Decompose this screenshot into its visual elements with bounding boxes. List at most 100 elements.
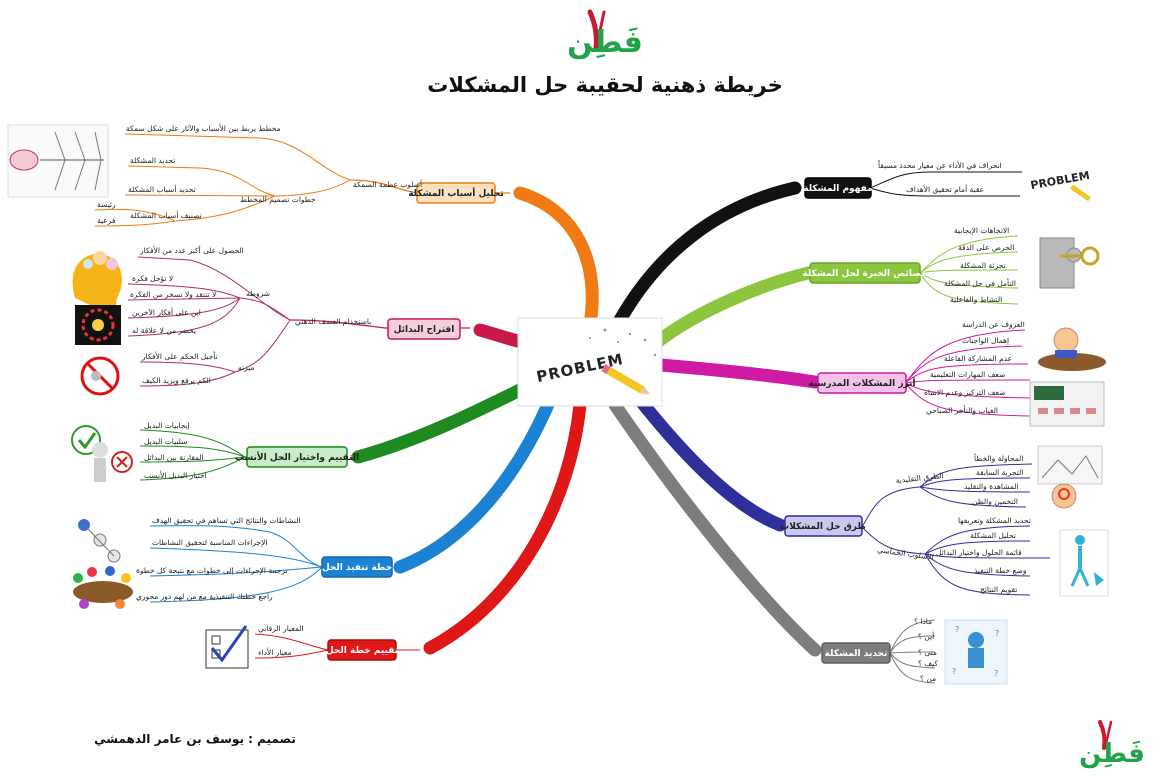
logo-top-text: فَطِن xyxy=(567,25,643,60)
logo-bottom-text: فَطِن xyxy=(1079,739,1145,769)
school-item-4: ضعف المهارات التعليمية xyxy=(930,370,1005,379)
concept-node-label: مفهوم المشكلة xyxy=(803,184,872,194)
expertise-node[interactable] xyxy=(809,262,921,284)
methods-five-1: تحديد المشكلة وتعريفها xyxy=(958,516,1031,525)
methods-node[interactable] xyxy=(784,515,863,537)
bored-student-icon xyxy=(1038,327,1106,371)
puzzle-key-icon xyxy=(1039,237,1100,289)
branch-concept: مفهوم المشكلة انحراف في الأداء عن معيار … xyxy=(803,150,1096,208)
methods-five-label: الأسلوب الخماسي xyxy=(877,544,935,562)
causes-step-2: تحديد أسباب المشكلة xyxy=(128,184,196,194)
causes-sub1: مخطط يربط بين الأسباب والآثار على شكل سم… xyxy=(126,123,281,133)
school-node[interactable] xyxy=(817,372,907,394)
evaluation-item-3: المقارنة بين البدائل xyxy=(144,453,204,462)
evaluation-node-label: التقييم واختيار الحل الأنسب xyxy=(235,451,359,463)
alternatives-method: باستخدام العصف الذهني xyxy=(295,317,371,326)
idea-circle-icon xyxy=(75,305,121,345)
branch-causes: تحليل أسباب المشكلة أسلوب عظمة السمكة مخ… xyxy=(7,123,510,227)
expertise-item-3: تجزئة المشكلة xyxy=(960,261,1006,270)
define-item-1: ماذا ؟ xyxy=(914,617,932,626)
evaluation-item-4: اختيار البديل الأنسب xyxy=(144,470,207,480)
methods-traditional-label: الطرق التقليدية xyxy=(895,471,944,485)
plan-item-3: ترجمة الإجراءات إلى خطوات مع نتيجة كل خط… xyxy=(136,566,288,575)
assessment-node[interactable] xyxy=(327,639,397,661)
branch-assessment: تقييم خطة الحل المعيار الرقابي معيار الأ… xyxy=(205,624,420,669)
branch-define: تحديد المشكلة ماذا ؟ أين ؟ متى ؟ كيف ؟ م… xyxy=(821,617,1008,685)
branch-methods: طرق حل المشكلات الطرق التقليدية المحاولة… xyxy=(780,445,1109,597)
school-item-2: إهمال الواجبات xyxy=(962,336,1009,345)
causes-method: أسلوب عظمة السمكة xyxy=(353,179,422,189)
problem-pencil-icon: PROBLEM xyxy=(1030,150,1096,208)
alternatives-condition-1: لا تؤجل فكرة xyxy=(132,274,173,283)
methods-traditional-4: التخمين والظن xyxy=(972,497,1018,506)
define-item-4: كيف ؟ xyxy=(918,659,938,668)
alternatives-conditions-label: شروطه xyxy=(246,289,270,298)
classroom-icon xyxy=(1029,381,1105,427)
alternatives-condition-4: يحضر من لا علاقة له xyxy=(132,326,196,335)
fishbone-diagram-icon xyxy=(7,124,109,198)
alternatives-condition-2: لا تنتقد ولا تسخر من الفكرة xyxy=(130,290,216,299)
causes-node-label: تحليل أسباب المشكلة xyxy=(408,187,504,199)
school-node-label: أبرز المشكلات المدرسية xyxy=(808,377,915,389)
magnifier-boy-icon xyxy=(1037,445,1103,509)
methods-five-3: قائمة الحلول واختيار البدائل xyxy=(936,548,1022,557)
expertise-item-5: النشاط والفاعلية xyxy=(950,295,1002,304)
alternatives-node-label: اقتراح البدائل xyxy=(394,325,455,335)
assessment-item-2: معيار الأداء xyxy=(258,647,292,657)
checklist-icon xyxy=(205,625,249,669)
branch-alternatives: اقتراح البدائل باستخدام العصف الذهني الح… xyxy=(72,245,470,396)
methods-traditional-2: التجربة السابقة xyxy=(976,468,1023,477)
causes-step-1: تحديد المشكلة xyxy=(130,156,175,165)
branch-plan: خطة تنفيذ الحل النشاطات والنتائج التي تس… xyxy=(73,516,393,609)
methods-node-label: طرق حل المشكلات xyxy=(780,522,866,532)
alternatives-condition-3: ابن على أفكار الآخرين xyxy=(132,307,201,317)
alternatives-benefits-label: ميزته xyxy=(238,363,255,372)
evaluation-node[interactable] xyxy=(246,446,348,468)
school-item-6: الغياب والتأخر الصباحي xyxy=(926,405,998,415)
concept-item-2: عقبة أمام تحقيق الأهداف xyxy=(906,184,984,194)
expertise-node-label: خصائص الخبرة لحل المشكلة xyxy=(802,269,927,279)
school-item-1: العزوف عن الدراسة xyxy=(962,320,1025,329)
define-node[interactable] xyxy=(821,642,891,664)
plan-item-1: النشاطات والنتائج التي تساهم في تحقيق ال… xyxy=(152,516,300,525)
branch-school: أبرز المشكلات المدرسية العزوف عن الدراسة… xyxy=(808,320,1106,427)
causes-step-3: تصنيف أسباب المشكلة xyxy=(130,210,202,220)
expertise-item-2: الحرص على الدقة xyxy=(958,243,1014,252)
svg-text:?: ? xyxy=(955,625,959,634)
causes-class-1: رئيسة xyxy=(97,200,116,209)
causes-node[interactable] xyxy=(416,182,496,204)
school-item-3: عدم المشاركة الفاعلة xyxy=(944,354,1012,363)
school-item-5: ضعف التركيز وعدم الانتباه xyxy=(924,388,1006,397)
plan-node-label: خطة تنفيذ الحل xyxy=(322,563,392,573)
no-sign-icon xyxy=(80,356,120,396)
define-item-5: من ؟ xyxy=(920,674,936,683)
center-problem-image: PROBLEM xyxy=(517,317,663,407)
alternatives-goal: الحصول على أكبر عدد من الأفكار xyxy=(139,245,244,255)
concept-item-1: انحراف في الأداء عن معيار محدد مسبقاً xyxy=(877,159,1001,170)
define-item-2: أين ؟ xyxy=(918,631,934,641)
methods-traditional-1: المحاولة والخطأ xyxy=(974,453,1023,463)
evaluation-item-1: إيجابيات البديل xyxy=(144,421,190,430)
expertise-item-4: التأمل في حل المشكلة xyxy=(944,278,1016,288)
logo-top-icon xyxy=(587,9,606,51)
define-item-3: متى ؟ xyxy=(918,648,937,657)
check-cross-icon xyxy=(71,425,133,482)
branch-expertise: خصائص الخبرة لحل المشكلة الاتجاهات الإيج… xyxy=(802,226,1100,305)
branch-evaluation: التقييم واختيار الحل الأنسب إيجابيات الب… xyxy=(71,421,359,482)
thinking-person-icon: ?? ?? xyxy=(944,619,1008,685)
walking-figure-icon xyxy=(1059,529,1109,597)
page-title: خريطة ذهنية لحقيبة حل المشكلات xyxy=(427,73,782,97)
svg-text:?: ? xyxy=(994,669,998,678)
svg-text:?: ? xyxy=(995,629,999,638)
define-node-label: تحديد المشكلة xyxy=(825,649,888,659)
expertise-item-1: الاتجاهات الإيجابية xyxy=(954,226,1009,235)
plan-item-2: الإجراءات المناسبة لتحقيق النشاطات xyxy=(152,538,268,547)
concept-node[interactable] xyxy=(804,177,872,199)
designer-credit: تصميم : يوسف بن عامر الدهمشي xyxy=(94,732,296,747)
alternatives-benefit-1: تأجيل الحكم على الأفكار xyxy=(141,351,218,361)
plan-item-4: راجع خطتك التنفيذية مع من لهم دور محوري xyxy=(136,592,273,601)
plan-node[interactable] xyxy=(321,556,393,578)
methods-five-5: تقويم النتائج xyxy=(980,585,1017,594)
alternatives-node[interactable] xyxy=(387,318,461,340)
